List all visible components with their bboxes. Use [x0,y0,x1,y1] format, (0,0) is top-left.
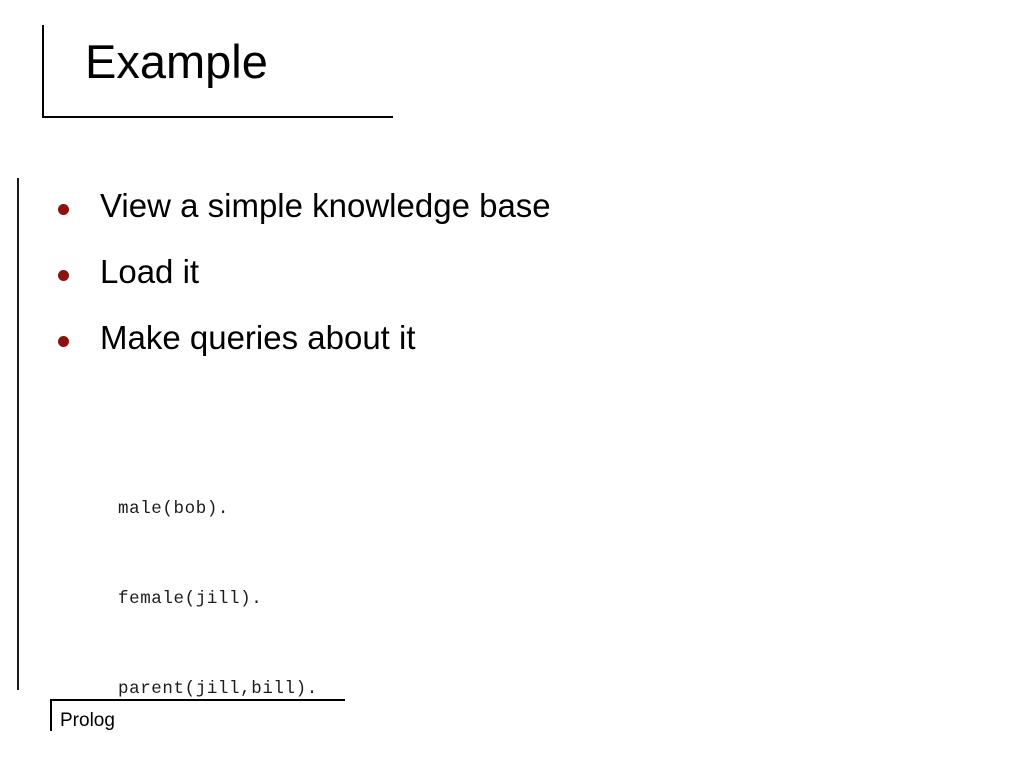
bullet-dot-icon [58,204,100,215]
bullet-item-label: Make queries about it [100,319,416,356]
footer-label: Prolog [60,710,115,731]
bullet-item-label: View a simple knowledge base [100,187,551,224]
bullet-dot-icon [58,270,100,281]
code-line: parent(bob, bill). [118,764,718,768]
footer-border-rule [50,699,345,731]
bullet-item-label: Load it [100,253,200,290]
code-line: parent(jill,bill). [118,679,318,699]
body-left-rule [17,178,19,690]
slide-title: Example [85,35,268,88]
bullet-dot-icon [58,336,100,347]
code-line: male(bob). [118,499,230,519]
list-item: Load it [58,252,918,318]
list-item: View a simple knowledge base [58,186,918,252]
bullet-list: View a simple knowledge base Load it Mak… [58,186,918,384]
title-border-rule [42,25,393,118]
code-line: female(jill). [118,589,263,609]
prolog-code-block: male(bob). female(jill). parent(jill,bil… [118,434,718,768]
list-item: Make queries about it [58,318,918,384]
